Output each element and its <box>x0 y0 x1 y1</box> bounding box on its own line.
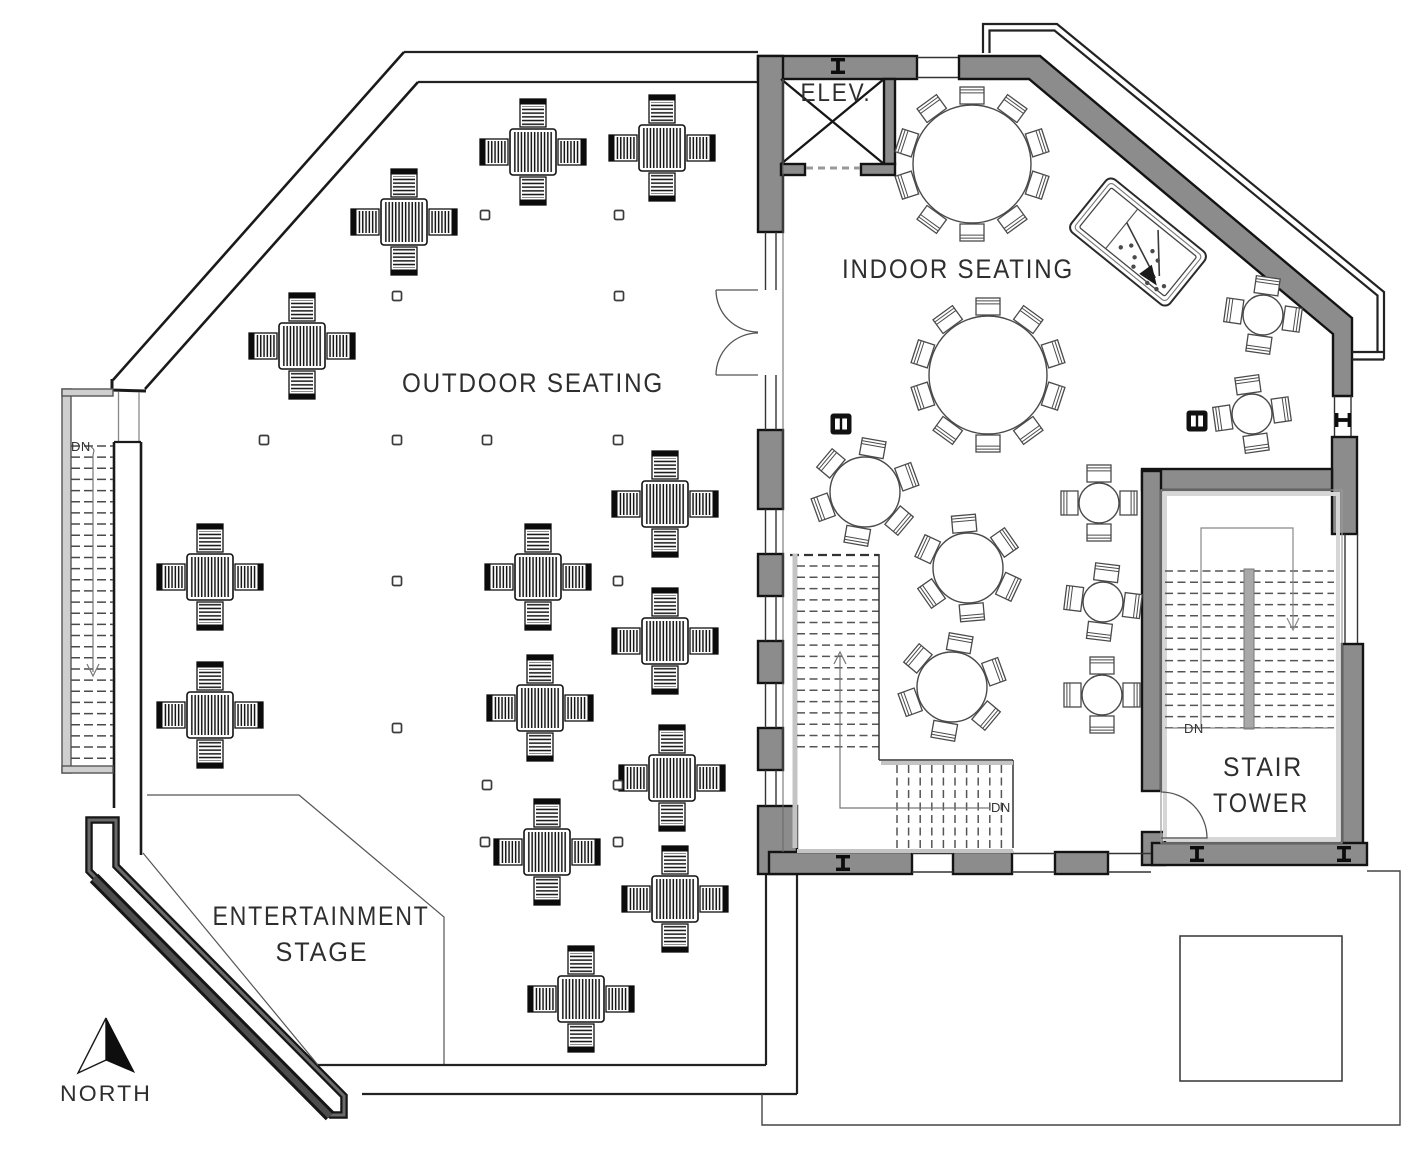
svg-text:DN: DN <box>991 800 1011 815</box>
svg-text:TOWER: TOWER <box>1213 788 1309 818</box>
svg-text:STAIR: STAIR <box>1223 752 1303 782</box>
svg-text:INDOOR SEATING: INDOOR SEATING <box>842 254 1074 284</box>
svg-text:OUTDOOR SEATING: OUTDOOR SEATING <box>402 368 664 398</box>
svg-text:DN: DN <box>71 439 91 454</box>
svg-text:ELEV.: ELEV. <box>801 79 872 107</box>
svg-text:NORTH: NORTH <box>60 1081 152 1106</box>
svg-text:ENTERTAINMENT: ENTERTAINMENT <box>213 901 430 931</box>
svg-text:STAGE: STAGE <box>276 937 369 967</box>
svg-text:DN: DN <box>1184 721 1204 736</box>
